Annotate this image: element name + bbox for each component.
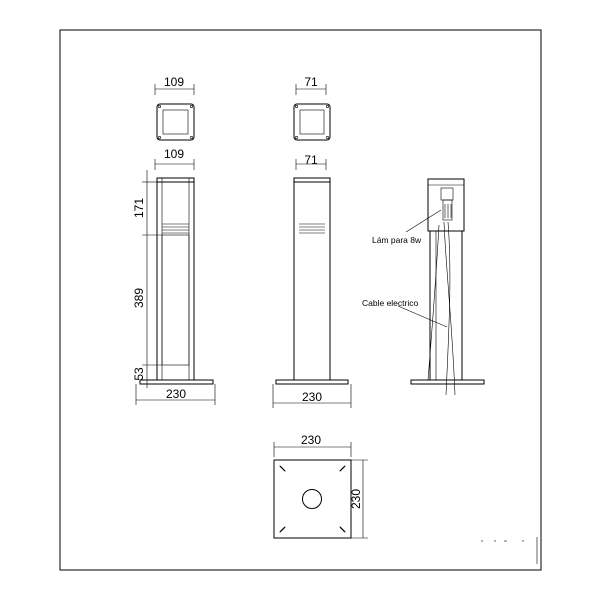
base-plate-c — [410, 379, 485, 385]
plate-outline — [273, 459, 352, 539]
dim-top-width-a: 109 — [164, 75, 184, 89]
plate-plan-view: 230 230 — [273, 433, 368, 539]
dim-height-upper: 171 — [132, 198, 146, 218]
cap-plan-b — [293, 103, 331, 141]
dim-plate-height: 230 — [349, 489, 363, 509]
cap-plan-a — [156, 103, 195, 141]
dim-plate-width: 230 — [301, 433, 321, 447]
dim-body-width-b: 71 — [304, 153, 318, 167]
label-lamp: Lám para 8w — [372, 235, 422, 245]
section-view: Lám para 8w Cable electrico — [362, 178, 485, 396]
dim-base-width-front: 230 — [166, 387, 186, 401]
post-body-b — [293, 177, 331, 381]
dim-height-lower: 53 — [132, 367, 146, 381]
base-plate-b — [275, 379, 349, 385]
drawing-frame — [59, 29, 542, 571]
cable-line-1 — [443, 221, 456, 396]
dim-base-width-side: 230 — [302, 390, 322, 404]
dim-top-width-b: 71 — [304, 75, 318, 89]
cable-line-3 — [427, 224, 440, 381]
lamp-bulb — [442, 199, 453, 221]
post-body-a — [156, 177, 195, 381]
side-view: 71 71 230 — [272, 75, 352, 408]
corner-marks — [481, 537, 538, 564]
dim-height-middle: 389 — [132, 288, 146, 308]
label-cable: Cable electrico — [362, 298, 418, 308]
dim-body-width-a: 109 — [164, 147, 184, 161]
cable-line-2 — [445, 221, 451, 396]
front-view: 109 109 171 — [132, 75, 216, 405]
base-plate-a — [139, 379, 214, 385]
plate-center-hole — [302, 489, 322, 509]
lamp-housing — [440, 187, 454, 201]
